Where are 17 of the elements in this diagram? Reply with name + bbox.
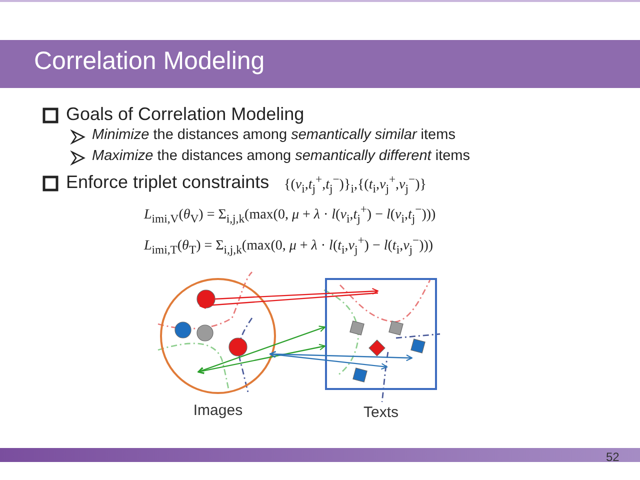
arrow bbox=[269, 351, 388, 370]
page-number: 52 bbox=[606, 450, 620, 464]
arrow bbox=[269, 350, 413, 362]
group-label: Images bbox=[192, 402, 244, 419]
group-label: Texts bbox=[362, 404, 400, 421]
arrow bbox=[198, 344, 326, 374]
bullet-text: Minimize the distances among semantically similar items bbox=[92, 127, 456, 143]
bullet-text: Goals of Correlation Modeling bbox=[66, 104, 304, 125]
formula: {(v$_{i}$,t$_{j}$$^{+}$,t$_{j}$$^{−}$)}$_{i}$,{(t$_{i}$,v$_{j}$$^{+}$,v$_{j}$$^{−}$)} bbox=[284, 173, 426, 196]
formula: L$_{imi,V}$(θ$_{V}$) = Σ$_{i,j,k}$(max(0, μ + λ · l(v$_{i}$,t$_{j}$$^{+}$) − l(v$_{i}$,t$_{j}$$^{−}$))) bbox=[144, 203, 436, 226]
bullet-text: Maximize the distances among semantically different items bbox=[92, 148, 470, 164]
formula: L$_{imi,T}$(θ$_{T}$) = Σ$_{i,j,k}$(max(0, μ + λ · l(t$_{i}$,v$_{j}$$^{+}$) − l(t$_{i}$,v$_{j}$$^{−}$))) bbox=[144, 234, 434, 256]
arrow bbox=[198, 326, 326, 374]
arrow bbox=[214, 288, 378, 300]
bullet-text: Enforce triplet constraints bbox=[66, 172, 270, 193]
slide-title: Correlation Modeling bbox=[34, 47, 265, 76]
arrow bbox=[200, 292, 378, 309]
